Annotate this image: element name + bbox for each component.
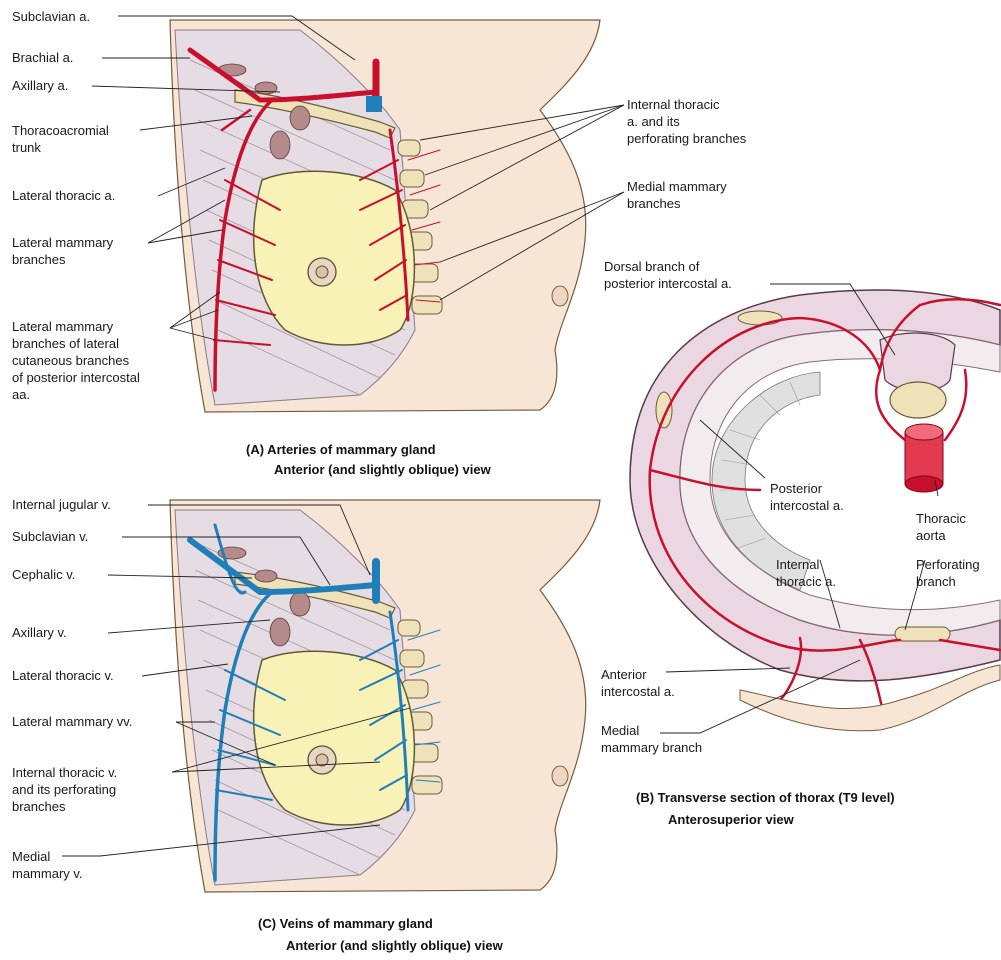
label-subclavian-a: Subclavian a. [12, 8, 90, 25]
caption-a-title: (A) Arteries of mammary gland [246, 440, 436, 459]
label-medial-mammary-v: Medial mammary v. [12, 848, 83, 882]
caption-c-title: (C) Veins of mammary gland [258, 914, 433, 933]
label-internal-thoracic-a: Internal thoracic a. and its perforating… [627, 96, 746, 147]
label-axillary-a: Axillary a. [12, 77, 68, 94]
label-medial-mammary-branches: Medial mammary branches [627, 178, 727, 212]
thoracic-aorta [905, 424, 943, 492]
caption-c-view: Anterior (and slightly oblique) view [286, 936, 503, 955]
mammary-gland-c [254, 651, 415, 825]
label-axillary-v: Axillary v. [12, 624, 67, 641]
label-thoracic-aorta: Thoracic aorta [916, 510, 966, 544]
right-nipple-a [552, 286, 568, 306]
panel-c-illustration [170, 500, 600, 892]
label-internal-jugular-v: Internal jugular v. [12, 496, 111, 513]
label-anterior-intercostal: Anterior intercostal a. [601, 666, 675, 700]
label-dorsal-branch: Dorsal branch of posterior intercostal a… [604, 258, 732, 292]
label-brachial-a: Brachial a. [12, 49, 73, 66]
right-nipple-c [552, 766, 568, 786]
label-medial-mammary-branch: Medial mammary branch [601, 722, 702, 756]
label-posterior-intercostal: Posterior intercostal a. [770, 480, 844, 514]
caption-b-title: (B) Transverse section of thorax (T9 lev… [636, 788, 895, 807]
label-lateral-mammary-cutaneous: Lateral mammary branches of lateral cuta… [12, 318, 140, 403]
label-lateral-mammary-vv: Lateral mammary vv. [12, 713, 132, 730]
label-lateral-mammary-branches: Lateral mammary branches [12, 234, 113, 268]
mammary-gland-a [254, 171, 415, 345]
panel-a-illustration [170, 20, 600, 412]
label-perforating-branch: Perforating branch [916, 556, 980, 590]
label-thoracoacromial-trunk: Thoracoacromial trunk [12, 122, 109, 156]
label-lateral-thoracic-v: Lateral thoracic v. [12, 667, 114, 684]
label-cephalic-v: Cephalic v. [12, 566, 75, 583]
caption-a-view: Anterior (and slightly oblique) view [274, 460, 491, 479]
caption-b-view: Anterosuperior view [668, 810, 794, 829]
vertebra-b [880, 333, 955, 418]
label-internal-thoracic: Internal thoracic a. [776, 556, 836, 590]
label-subclavian-v: Subclavian v. [12, 528, 88, 545]
subclavian-vein-stub-a [366, 96, 382, 112]
label-lateral-thoracic-a: Lateral thoracic a. [12, 187, 115, 204]
label-internal-thoracic-v: Internal thoracic v. and its perforating… [12, 764, 117, 815]
